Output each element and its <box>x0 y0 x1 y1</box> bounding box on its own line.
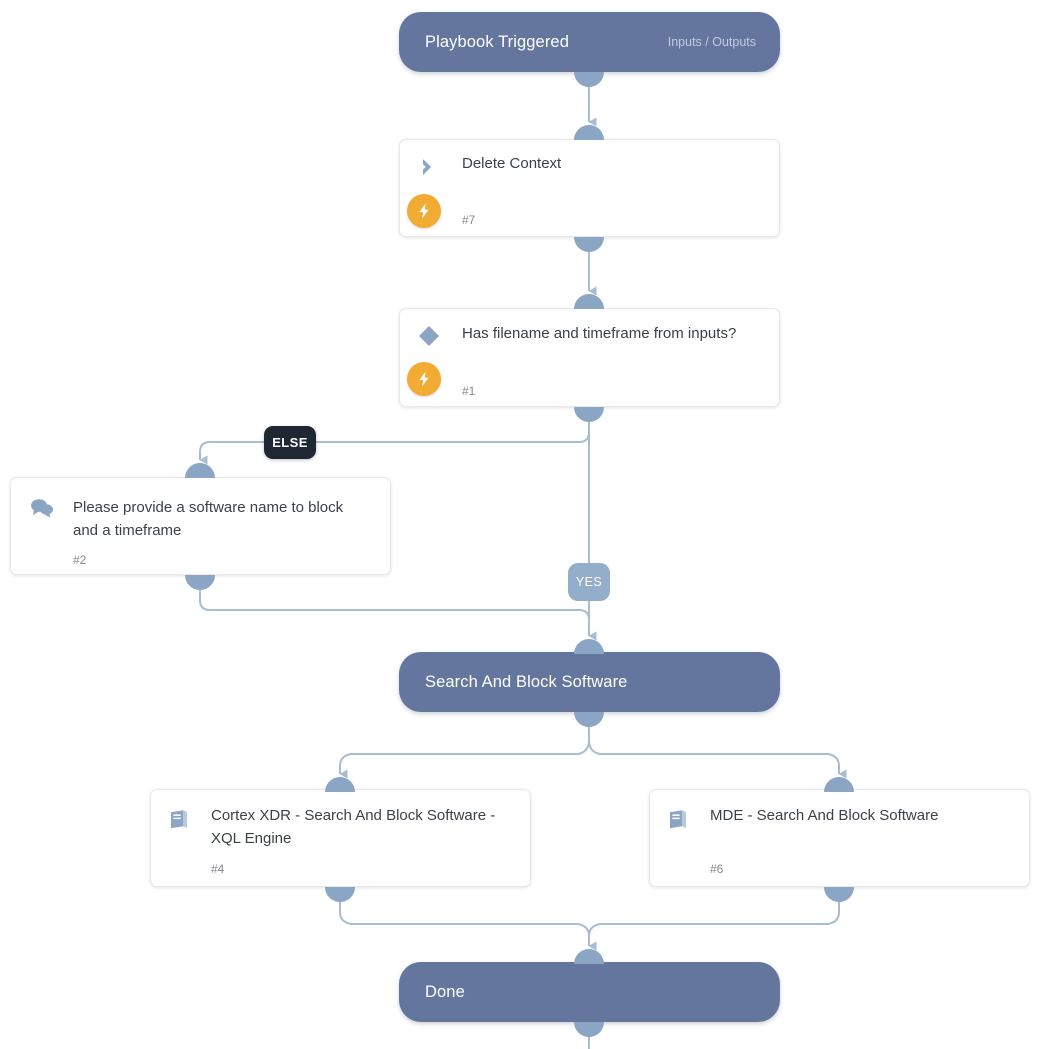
task-number: #4 <box>211 862 225 876</box>
node-title: Done <box>425 982 465 1001</box>
node-title: Delete Context <box>462 155 562 172</box>
port-out-mde[interactable] <box>824 887 854 902</box>
node-done[interactable]: Done <box>399 962 780 1022</box>
lightning-bolt-icon <box>407 194 441 228</box>
node-title: Playbook Triggered <box>425 32 569 51</box>
task-number: #7 <box>462 213 476 227</box>
inputs-outputs-label: Inputs / Outputs <box>667 35 756 49</box>
task-number: #6 <box>710 862 724 876</box>
port-out-search-and-block[interactable] <box>574 712 604 727</box>
task-number: #2 <box>73 553 87 567</box>
edge-search-and-block-to-mde <box>588 723 847 779</box>
port-in-done[interactable] <box>574 949 604 964</box>
port-in-condition[interactable] <box>574 294 604 309</box>
port-in-mde[interactable] <box>824 777 854 792</box>
node-search-and-block-software[interactable]: Search And Block Software <box>399 652 780 712</box>
port-out-ask-user[interactable] <box>185 575 215 590</box>
playbook-book-icon <box>166 807 192 833</box>
node-ask-user-software-name[interactable]: Please provide a software name to block … <box>10 477 391 575</box>
port-in-ask-user[interactable] <box>185 463 215 478</box>
port-out-done[interactable] <box>574 1022 604 1037</box>
edge-cortex-xdr-to-done <box>339 902 597 951</box>
port-out-cortex-xdr[interactable] <box>325 887 355 902</box>
chat-bubble-icon <box>29 495 55 521</box>
diamond-icon <box>416 323 442 349</box>
port-out-playbook-triggered[interactable] <box>574 72 604 87</box>
edge-condition-else-to-ask-user <box>199 422 590 465</box>
port-out-condition[interactable] <box>574 407 604 422</box>
edge-mde-to-done <box>588 902 840 951</box>
node-playbook-triggered[interactable]: Playbook Triggered Inputs / Outputs <box>399 12 780 72</box>
port-in-search-and-block[interactable] <box>574 639 604 654</box>
edge-ask-user-to-search-and-block <box>199 590 597 641</box>
node-title: MDE - Search And Block Software <box>710 807 939 824</box>
node-condition-has-filename-and-timeframe[interactable]: Has filename and timeframe from inputs? … <box>399 308 780 407</box>
edge-label-yes[interactable]: YES <box>568 563 610 601</box>
node-mde-search-and-block-software[interactable]: MDE - Search And Block Software #6 <box>649 789 1030 887</box>
node-title: Please provide a software name to block … <box>73 499 344 539</box>
lightning-bolt-icon <box>407 362 441 396</box>
node-title: Has filename and timeframe from inputs? <box>462 325 737 342</box>
edge-search-and-block-to-cortex-xdr <box>339 723 590 779</box>
node-title: Cortex XDR - Search And Block Software -… <box>211 807 496 847</box>
chevron-right-icon <box>416 154 442 180</box>
node-title: Search And Block Software <box>425 672 628 691</box>
node-cortex-xdr-search-and-block-software[interactable]: Cortex XDR - Search And Block Software -… <box>150 789 531 887</box>
edge-label-else[interactable]: ELSE <box>264 426 316 459</box>
playbook-book-icon <box>665 807 691 833</box>
task-number: #1 <box>462 384 476 398</box>
port-out-delete-context[interactable] <box>574 237 604 252</box>
port-in-delete-context[interactable] <box>574 125 604 140</box>
port-in-cortex-xdr[interactable] <box>325 777 355 792</box>
node-delete-context[interactable]: Delete Context #7 <box>399 139 780 237</box>
